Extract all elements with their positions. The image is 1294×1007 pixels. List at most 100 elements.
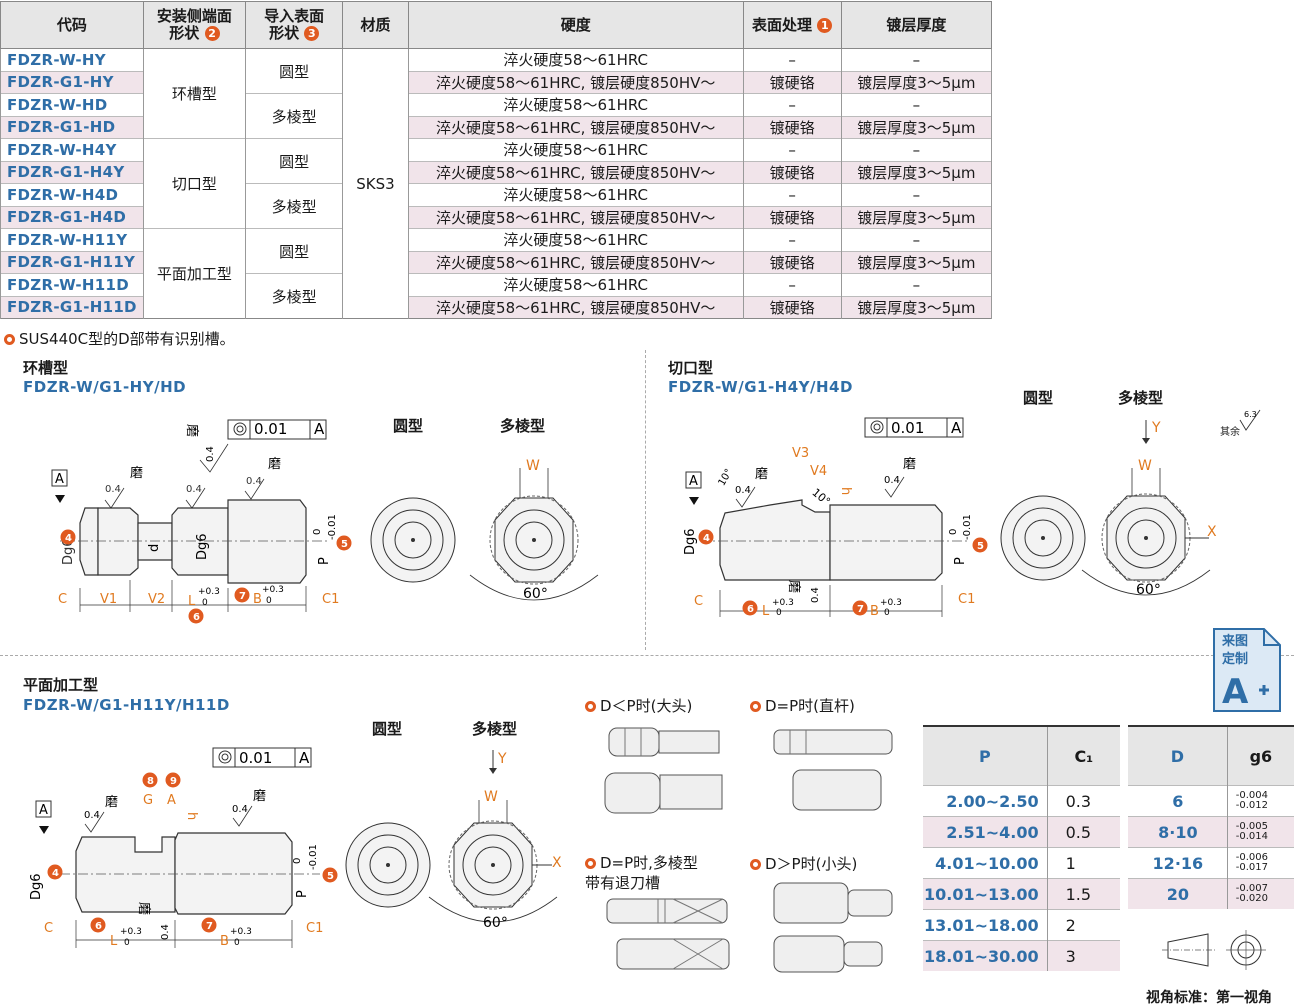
svg-text:5: 5 [327,871,334,882]
svg-text:V2: V2 [148,592,165,607]
svg-text:0.4: 0.4 [246,476,262,487]
c1-header-p: P [923,725,1048,786]
svg-text:C1: C1 [322,592,339,607]
c1-p-cell: 4.01~10.00 [923,847,1048,879]
g6-d-cell: 20 [1128,878,1228,909]
end-views-cut: W Y X 60° [1000,420,1217,598]
c1-value-cell: 0.3 [1046,785,1120,817]
hardness-cell: 淬火硬度58～61HRC [407,183,744,206]
c1-header-c1: C₁ [1046,725,1120,786]
svg-text:5: 5 [977,541,984,552]
svg-text:0.4: 0.4 [84,810,100,821]
svg-text:A: A [167,793,176,808]
svg-text:A: A [39,803,48,818]
g6-header-g6: g6 [1226,725,1294,786]
svg-text:Y: Y [1151,420,1161,436]
svg-text:P: P [295,890,310,898]
svg-text:V3: V3 [792,446,809,461]
grind-label-1: 磨 [130,466,143,481]
svg-text:磨: 磨 [755,467,768,482]
variant-label-4: D＞P时(小头) [750,853,857,874]
surface-cell: 镀硬铬 [742,115,842,139]
hardness-cell: 淬火硬度58～61HRC [407,228,744,251]
c1-p-cell: 13.01~18.00 [923,909,1048,941]
c1-p-cell: 2.00~2.50 [923,785,1048,817]
side-shape-cell: 环槽型 [142,48,247,139]
spec-table: 代码 安装侧端面形状 2 导入表面形状 3 材质 硬度 表面处理 1 镀层厚度 … [0,1,993,319]
svg-text:0: 0 [266,596,272,606]
hardness-cell: 淬火硬度58～61HRC, 镀层硬度850HV～ [407,160,744,184]
surface-cell: – [742,273,842,296]
variant-label-2: D=P时(直杆) [750,695,855,716]
header-material: 材质 [342,1,409,49]
grind-label-2: 磨 [268,457,281,472]
svg-text:V4: V4 [810,464,827,479]
c1-value-cell: 2 [1046,909,1120,941]
lead-shape-cell: 圆型 [245,48,344,94]
projection-symbol-icon [1162,930,1266,970]
svg-text:磨: 磨 [903,457,916,472]
svg-text:磨: 磨 [136,902,151,915]
section-code-ring: FDZR-W/G1-HY/HD [23,378,187,396]
svg-text:10°: 10° [809,486,832,508]
svg-text:7: 7 [857,604,864,615]
svg-text:h: h [838,487,853,495]
variant-pin-straight-icon [773,729,893,811]
surface-cell: 镀硬铬 [742,160,842,184]
g6-d-cell: 12·16 [1128,847,1228,879]
g6-row: 20-0.007-0.020 [1128,878,1294,909]
view-label-poly-2: 多棱型 [1118,389,1164,407]
bullet-icon [750,859,761,870]
svg-text:L: L [762,604,770,619]
code-cell: FDZR-G1-H11Y [0,250,144,274]
lead-shape-cell: 多棱型 [245,183,344,229]
svg-text:60°: 60° [483,915,508,931]
svg-text:X: X [1207,524,1217,540]
svg-text:Dg6: Dg6 [195,533,210,560]
g6-tol-cell: -0.006-0.017 [1226,847,1294,879]
hardness-cell: 淬火硬度58～61HRC, 镀层硬度850HV～ [407,70,744,94]
svg-text:V1: V1 [100,592,117,607]
svg-text:0: 0 [124,938,130,948]
svg-text:4: 4 [65,533,72,544]
svg-text:C: C [44,921,53,936]
thickness-cell: – [840,138,993,161]
tol-box-ring: 0.01 [254,420,287,438]
svg-text:+0.3: +0.3 [198,587,220,597]
svg-text:0.01: 0.01 [239,749,272,767]
code-cell: FDZR-W-H4Y [0,138,144,161]
g6-d-cell: 6 [1128,785,1228,817]
c1-p-cell: 10.01~13.00 [923,878,1048,910]
lead-shape-cell: 多棱型 [245,273,344,319]
surface-cell: 镀硬铬 [742,250,842,274]
svg-text:9: 9 [170,776,177,787]
g6-row: 8·10-0.005-0.014 [1128,816,1294,848]
section-title-cut: 切口型 [668,359,714,377]
section-title-ring: 环槽型 [23,359,69,377]
header-lead-shape: 导入表面形状 3 [245,1,344,49]
variant-pin-small-head-icon [773,882,893,973]
svg-text:Dg6: Dg6 [61,538,76,565]
view-label-round-2: 圆型 [1023,389,1054,407]
thickness-cell: 镀层厚度3～5μm [840,250,993,274]
svg-text:0.01: 0.01 [891,419,924,437]
svg-text:B: B [870,604,879,619]
svg-text:来图: 来图 [1221,633,1248,649]
svg-text:B: B [253,592,262,607]
svg-text:6: 6 [747,604,754,615]
svg-text:Y: Y [497,751,507,767]
svg-text:0.4: 0.4 [884,475,900,486]
thickness-cell: 镀层厚度3～5μm [840,295,993,319]
svg-text:4: 4 [703,533,710,544]
end-views-flat: W Y X 60° [345,750,562,931]
section-code-cut: FDZR-W/G1-H4Y/H4D [668,378,853,396]
hardness-cell: 淬火硬度58～61HRC [407,138,744,161]
svg-text:A: A [689,474,698,489]
